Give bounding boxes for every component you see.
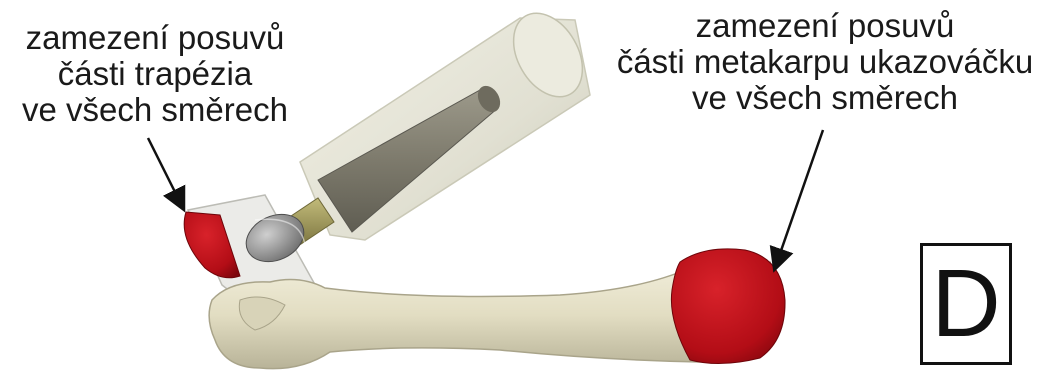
annotation-right-line-3: ve všech směrech bbox=[595, 80, 1055, 116]
left-arrow bbox=[148, 138, 183, 208]
annotation-left-line-2: části trapézia bbox=[0, 56, 310, 92]
annotation-right: zamezení posuvů části metakarpu ukazováč… bbox=[595, 8, 1055, 116]
right-arrow bbox=[775, 130, 823, 268]
annotation-left-line-1: zamezení posuvů bbox=[0, 20, 310, 56]
annotation-left-line-3: ve všech směrech bbox=[0, 92, 310, 128]
panel-letter-box: D bbox=[920, 243, 1012, 365]
annotation-right-line-1: zamezení posuvů bbox=[595, 8, 1055, 44]
annotation-left: zamezení posuvů části trapézia ve všech … bbox=[0, 20, 310, 128]
annotation-right-line-2: části metakarpu ukazováčku bbox=[595, 44, 1055, 80]
trapezium-cup-component bbox=[300, 1, 596, 240]
panel-letter: D bbox=[931, 256, 1000, 352]
